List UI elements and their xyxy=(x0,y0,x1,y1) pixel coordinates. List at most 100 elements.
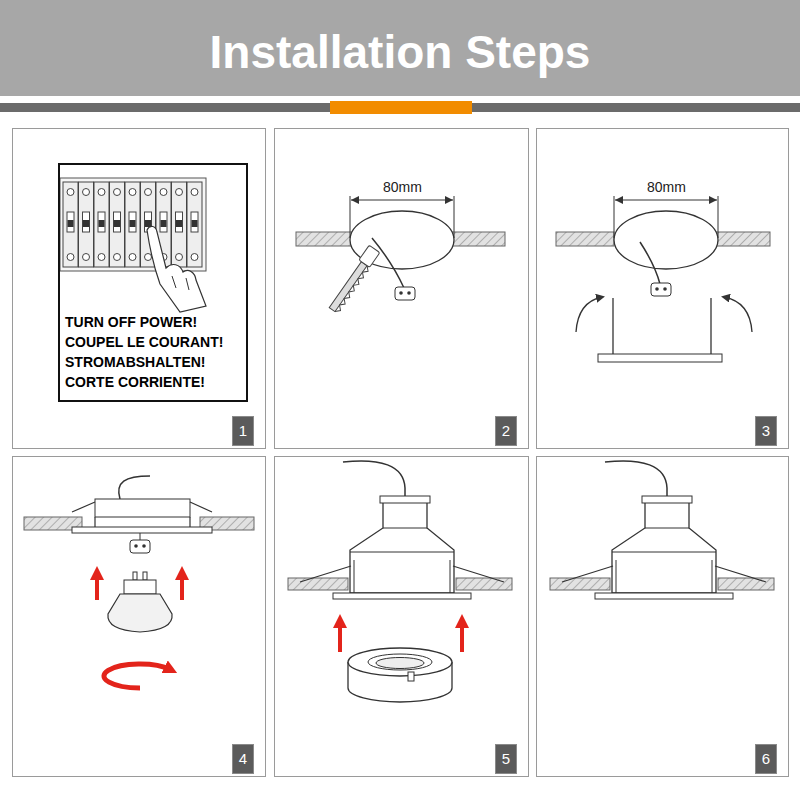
breaker-panel xyxy=(94,182,109,267)
step-number: 1 xyxy=(239,422,247,440)
panel-frames xyxy=(537,457,789,777)
ceiling-hole-cut xyxy=(372,238,404,288)
bulb-insertion xyxy=(130,540,150,553)
panel-frames xyxy=(13,129,789,777)
ceiling-hole-cut xyxy=(350,211,454,269)
step-badge: 6 xyxy=(755,744,777,774)
step-number: 6 xyxy=(762,750,770,768)
breaker-panel xyxy=(63,182,78,267)
frame-insertion xyxy=(710,298,711,355)
breaker-panel xyxy=(60,178,206,271)
bulb-insertion xyxy=(72,527,212,533)
dimension-label: 80mm xyxy=(645,179,688,195)
ceiling-hole-cut xyxy=(296,232,354,246)
trim-ring-fitting xyxy=(408,672,414,681)
finished-fitting xyxy=(550,461,774,599)
panel-frames xyxy=(13,129,266,449)
ceiling-hole-cut xyxy=(296,196,505,314)
header-band xyxy=(0,0,800,96)
ceiling-hole-cut xyxy=(335,266,370,314)
ceiling-hole-cut xyxy=(454,196,455,238)
bulb-insertion xyxy=(133,572,137,580)
pointing-hand xyxy=(147,226,206,312)
bulb-insertion xyxy=(134,544,138,548)
step-badge: 1 xyxy=(232,416,254,446)
frame-insertion xyxy=(556,232,614,246)
ceiling-hole-cut xyxy=(327,245,381,314)
bulb-insertion xyxy=(104,664,170,688)
trim-ring-fitting xyxy=(368,654,432,670)
step-number: 5 xyxy=(502,750,510,768)
step-number: 2 xyxy=(502,422,510,440)
step-number: 3 xyxy=(762,422,770,440)
frame-insertion xyxy=(718,196,719,238)
warning-text: STROMABSHALTEN! xyxy=(65,352,206,372)
frame-insertion xyxy=(614,196,615,238)
frame-insertion xyxy=(663,287,667,291)
frame-insertion xyxy=(724,297,752,332)
header-band xyxy=(330,101,472,114)
frame-insertion xyxy=(556,196,770,362)
frame-insertion xyxy=(576,297,602,332)
breaker-panel xyxy=(125,182,140,267)
bulb-insertion xyxy=(72,502,212,527)
frame-insertion xyxy=(640,242,660,284)
bulb-insertion xyxy=(142,544,146,548)
trim-ring-fitting xyxy=(376,658,424,669)
warning-text: TURN OFF POWER! xyxy=(65,312,197,332)
ceiling-hole-cut xyxy=(359,245,380,267)
trim-ring-fitting xyxy=(460,622,464,652)
trim-ring-fitting xyxy=(288,461,512,702)
pointing-hand xyxy=(172,276,189,290)
frame-insertion xyxy=(714,232,770,246)
ceiling-hole-cut xyxy=(351,200,453,201)
step-badge: 5 xyxy=(495,744,517,774)
panel-frames xyxy=(13,457,266,777)
frame-insertion xyxy=(612,298,613,355)
bulb-insertion xyxy=(24,476,254,688)
bulb-insertion xyxy=(95,574,99,600)
ceiling-hole-cut xyxy=(296,232,354,246)
pointing-hand xyxy=(147,226,206,312)
frame-insertion xyxy=(615,200,717,201)
panel-frames xyxy=(275,129,529,449)
ceiling-hole-cut xyxy=(329,262,367,312)
breaker-panel xyxy=(60,178,206,271)
frame-insertion xyxy=(651,283,671,296)
frame-insertion xyxy=(556,232,614,246)
frame-insertion xyxy=(714,232,770,246)
warning-box: TURN OFF POWER!COUPEL LE COURANT!STROMAB… xyxy=(58,163,248,402)
bulb-insertion xyxy=(124,580,156,594)
header-band xyxy=(0,0,800,114)
panel-frames xyxy=(275,457,529,777)
bulb-insertion xyxy=(108,594,172,632)
bulb-insertion xyxy=(95,499,190,517)
step-badge: 2 xyxy=(495,416,517,446)
warning-text: COUPEL LE COURANT! xyxy=(65,332,223,352)
page-title: Installation Steps xyxy=(0,22,800,82)
frame-insertion xyxy=(614,211,718,269)
breaker-panel xyxy=(110,182,125,267)
ceiling-hole-cut xyxy=(450,232,505,246)
ceiling-hole-cut xyxy=(350,196,351,238)
ceiling-hole-cut xyxy=(399,291,403,295)
ceiling-hole-cut xyxy=(407,291,411,295)
bulb-insertion xyxy=(140,533,141,540)
trim-ring-fitting xyxy=(338,622,342,652)
finished-fitting xyxy=(550,461,774,599)
ceiling-hole-cut xyxy=(450,232,505,246)
trim-ring-fitting xyxy=(348,648,452,676)
breaker-panel xyxy=(79,182,94,267)
bulb-insertion xyxy=(143,572,147,580)
step-badge: 4 xyxy=(232,744,254,774)
breaker-panel xyxy=(172,182,187,267)
panel-frames xyxy=(537,129,789,449)
breaker-panel xyxy=(187,182,202,267)
bulb-insertion xyxy=(119,476,150,499)
dimension-label: 80mm xyxy=(381,179,424,195)
frame-insertion xyxy=(655,287,659,291)
frame-insertion xyxy=(598,354,722,362)
warning-text: CORTE CORRIENTE! xyxy=(65,372,205,392)
